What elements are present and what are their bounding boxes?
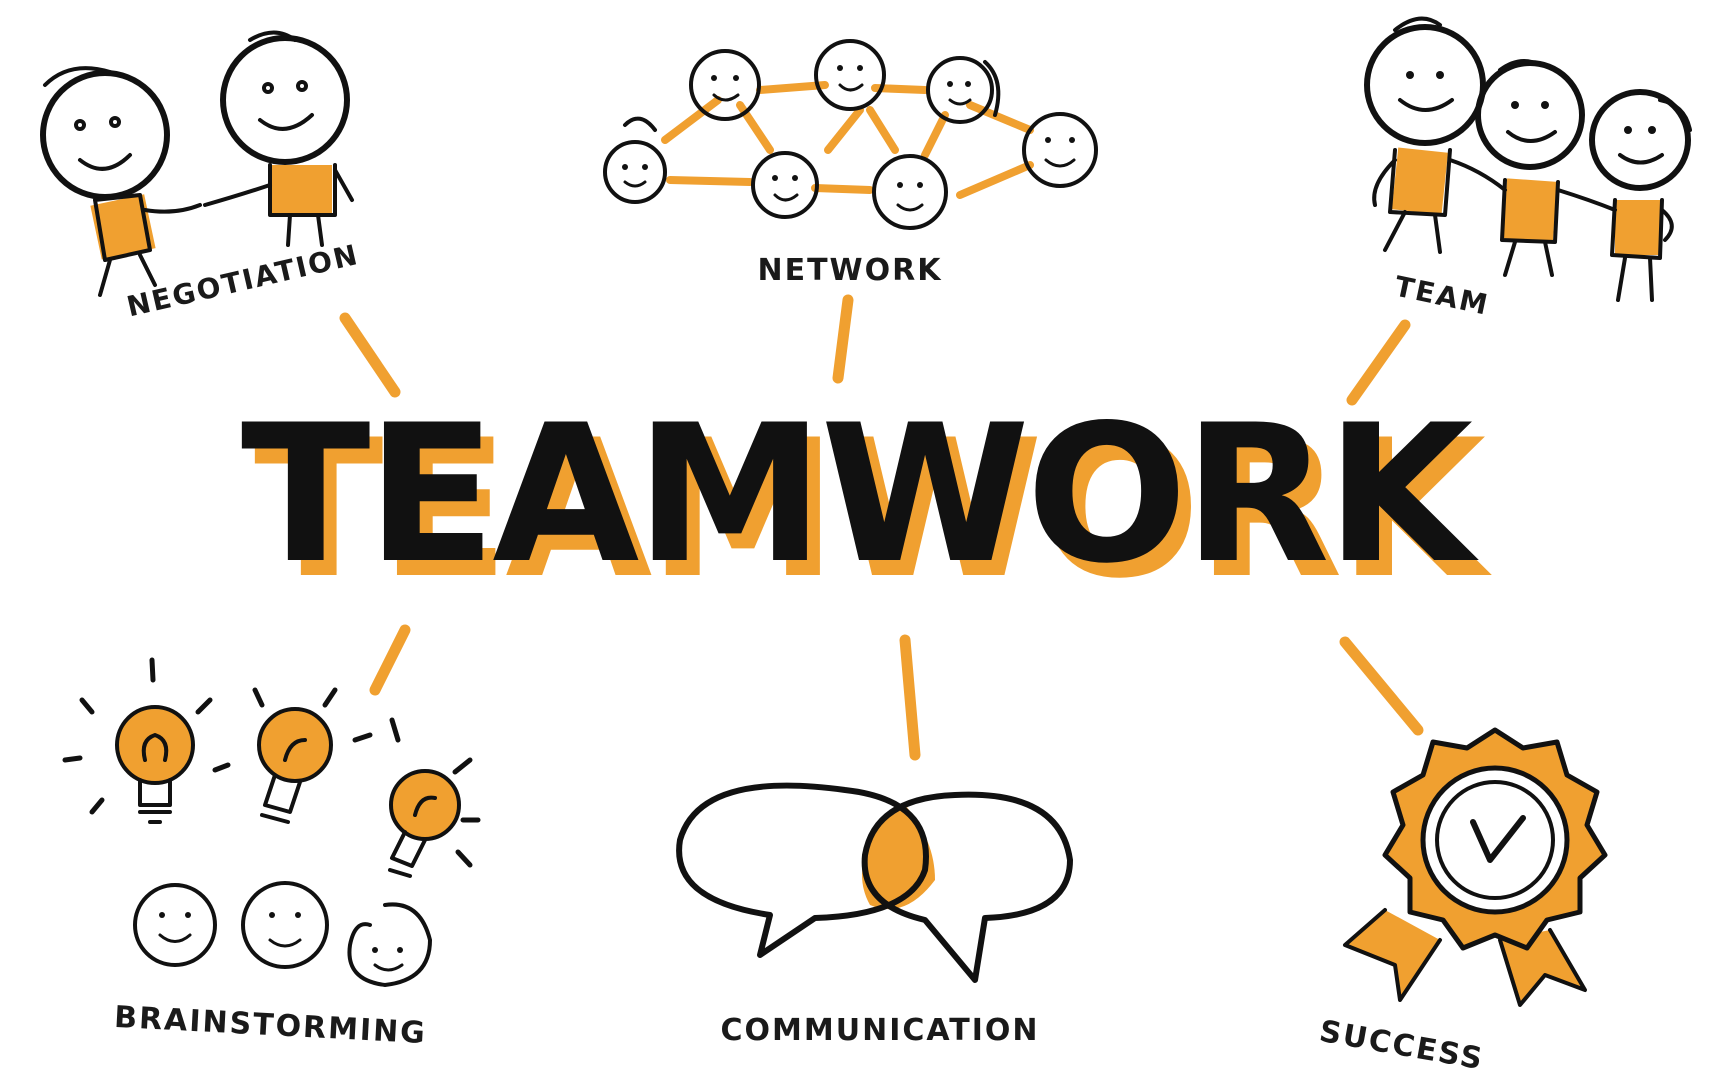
communication-label: COMMUNICATION bbox=[721, 1013, 1040, 1048]
handshake-figures-icon bbox=[40, 30, 354, 297]
negotiation-label: NEGOTIATION bbox=[124, 238, 362, 323]
three-people-icon bbox=[1364, 16, 1692, 302]
speech-bubbles-icon bbox=[676, 782, 1073, 983]
team-label: TEAM bbox=[1392, 270, 1493, 322]
title-text: TEAMWORK bbox=[241, 384, 1479, 605]
spoke-brainstorming bbox=[369, 624, 411, 696]
lightbulbs-and-faces-icon bbox=[62, 657, 481, 987]
central-title: TEAMWORK TEAMWORK bbox=[241, 384, 1496, 620]
spoke-success bbox=[1339, 636, 1424, 736]
success-label: SUCCESS bbox=[1317, 1014, 1487, 1077]
connected-faces-icon bbox=[603, 39, 1098, 230]
team-node: TEAM bbox=[1364, 16, 1692, 322]
spoke-communication bbox=[899, 634, 921, 761]
success-node: SUCCESS bbox=[1317, 727, 1608, 1077]
title-shadow: TEAMWORK bbox=[254, 399, 1492, 620]
brainstorming-label: BRAINSTORMING bbox=[113, 1000, 427, 1051]
communication-node: COMMUNICATION bbox=[676, 782, 1073, 1048]
brainstorming-node: BRAINSTORMING bbox=[62, 657, 481, 1051]
negotiation-node: NEGOTIATION bbox=[40, 30, 362, 323]
award-rosette-icon bbox=[1343, 727, 1608, 1007]
network-label: NETWORK bbox=[757, 253, 942, 288]
network-node: NETWORK bbox=[603, 39, 1098, 288]
connector-lines bbox=[339, 294, 1424, 761]
spoke-network bbox=[832, 294, 854, 384]
spoke-team bbox=[1346, 319, 1411, 406]
spoke-negotiation bbox=[339, 312, 401, 398]
